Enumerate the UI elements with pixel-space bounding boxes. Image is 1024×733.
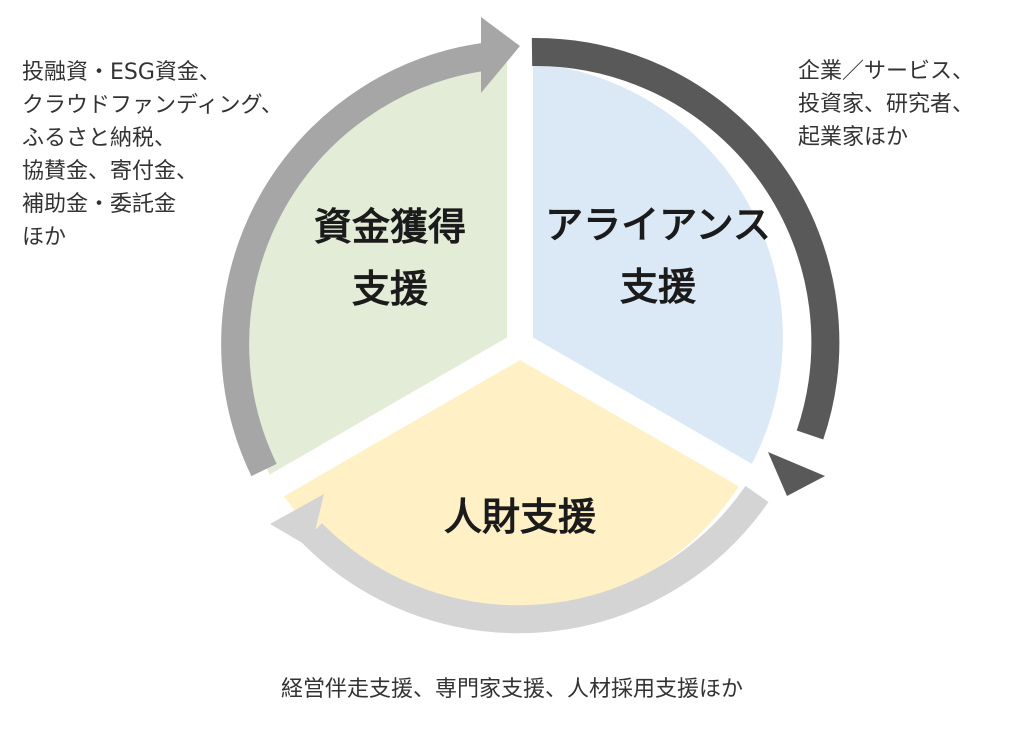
- hr-sector: [270, 337, 746, 612]
- funding-examples-note: 投融資・ESG資金、 クラウドファンディング、 ふるさと納税、 協賛金、寄付金、…: [22, 60, 283, 250]
- funding-title-line2: 支援: [352, 267, 429, 311]
- funding-title-line1: 資金獲得: [314, 205, 466, 249]
- alliance-title-line1: アライアンス: [545, 203, 771, 247]
- alliance-title-line2: 支援: [620, 265, 697, 309]
- alliance-cycle-arrow: [531, 37, 840, 496]
- hr-cycle-arrow: [270, 486, 769, 634]
- hr-examples-note: 経営伴走支援、専門家支援、人材採用支援ほか: [280, 677, 743, 702]
- hr-title: 人財支援: [444, 495, 597, 539]
- sector-separators: [248, 40, 792, 510]
- funding-cycle-arrow: [221, 17, 520, 477]
- alliance-examples-note: 企業／サービス、 投資家、研究者、 起業家ほか: [798, 59, 975, 150]
